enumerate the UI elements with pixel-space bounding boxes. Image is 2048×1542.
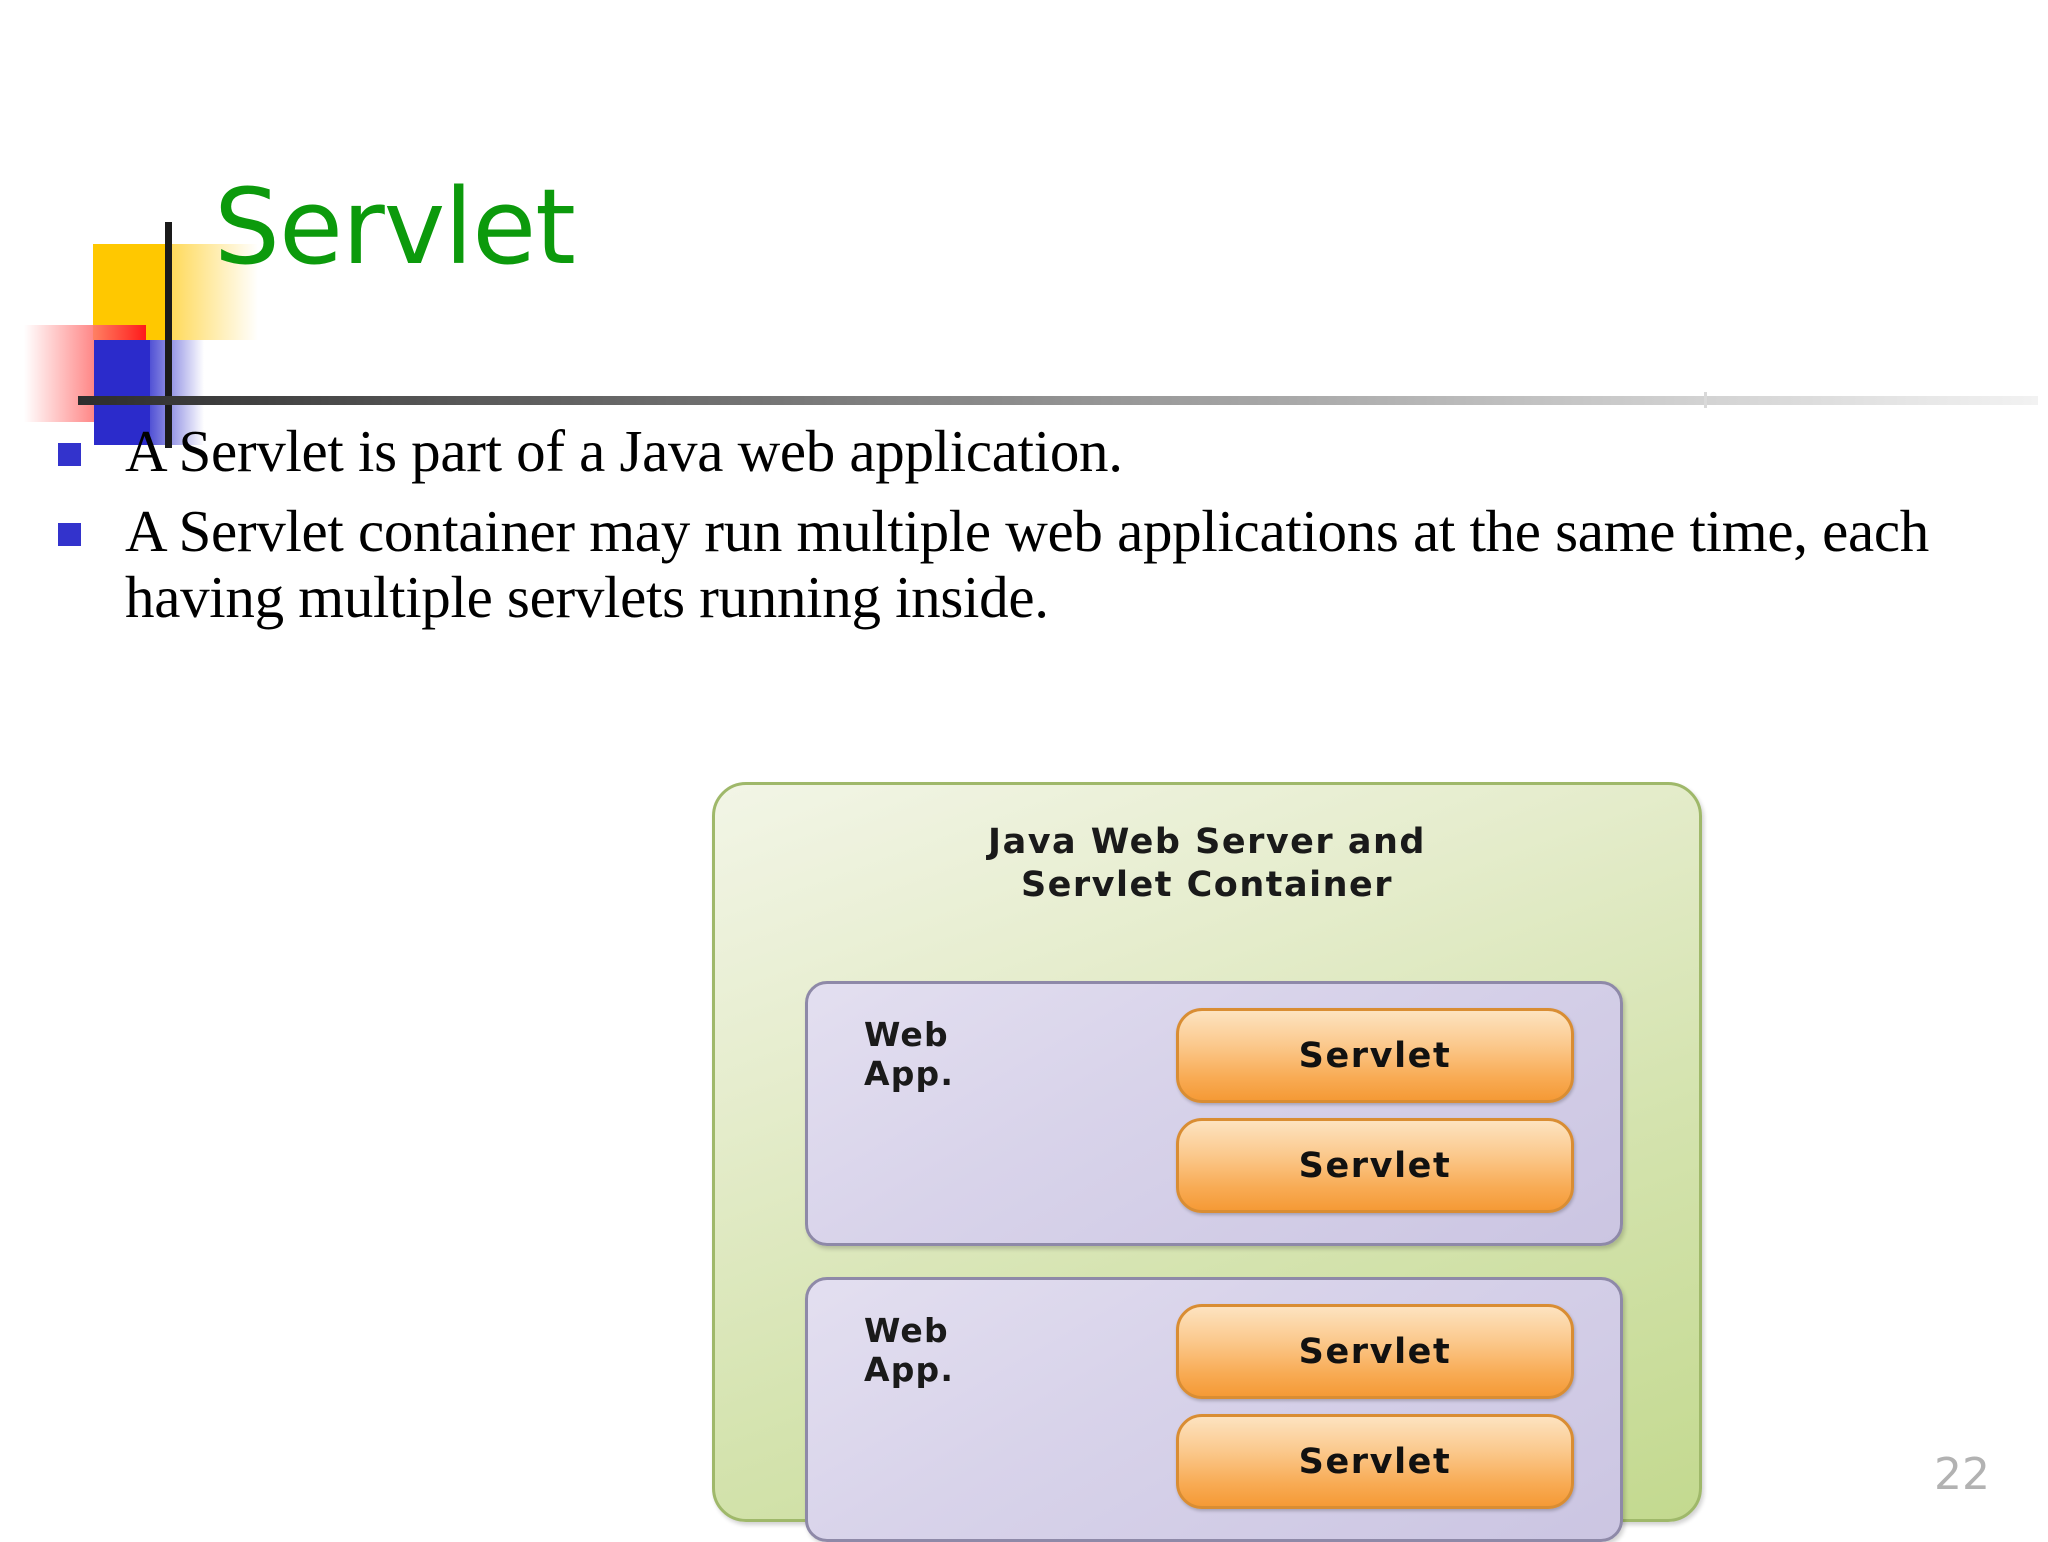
web-app-label-line1: Web xyxy=(864,1015,949,1054)
java-web-server-container: Java Web Server and Servlet Container We… xyxy=(712,782,1702,1542)
servlet-box: Servlet xyxy=(1176,1118,1574,1213)
container-title-line2: Servlet Container xyxy=(1020,864,1394,905)
decoration-vertical-rule xyxy=(165,222,172,448)
page-title: Servlet xyxy=(214,166,576,288)
title-underline-rule xyxy=(78,396,2038,405)
list-item: A Servlet container may run multiple web… xyxy=(36,498,2016,630)
web-app-box: Web App. Servlet Servlet xyxy=(805,1277,1623,1542)
servlet-label: Servlet xyxy=(1298,1145,1452,1186)
web-app-label-line2: App. xyxy=(864,1053,955,1093)
list-item: A Servlet is part of a Java web applicat… xyxy=(36,418,2016,484)
bullet-square-icon xyxy=(58,443,81,466)
decoration-yellow-square xyxy=(93,244,171,340)
web-app-box: Web App. Servlet Servlet xyxy=(805,981,1623,1246)
web-app-label-line2: App. xyxy=(864,1349,955,1389)
bullet-list: A Servlet is part of a Java web applicat… xyxy=(36,418,2016,644)
web-app-label-line1: Web xyxy=(864,1311,949,1350)
servlet-container-diagram: Java Web Server and Servlet Container We… xyxy=(712,782,1702,1542)
servlet-box: Servlet xyxy=(1176,1008,1574,1103)
rule-end-tick xyxy=(1704,392,1707,408)
servlet-box: Servlet xyxy=(1176,1414,1574,1509)
servlet-label: Servlet xyxy=(1298,1035,1452,1076)
container-title: Java Web Server and Servlet Container xyxy=(715,821,1699,906)
web-app-label: Web App. xyxy=(864,1015,955,1094)
servlet-label: Servlet xyxy=(1298,1331,1452,1372)
servlet-label: Servlet xyxy=(1298,1441,1452,1482)
bullet-text: A Servlet is part of a Java web applicat… xyxy=(125,418,1123,484)
bullet-text: A Servlet container may run multiple web… xyxy=(125,498,1929,631)
web-app-label: Web App. xyxy=(864,1311,955,1390)
bullet-square-icon xyxy=(58,523,81,547)
container-title-line1: Java Web Server and xyxy=(988,822,1426,862)
page-number: 22 xyxy=(1934,1449,1990,1500)
decoration-blue-square xyxy=(94,340,150,445)
servlet-box: Servlet xyxy=(1176,1304,1574,1399)
